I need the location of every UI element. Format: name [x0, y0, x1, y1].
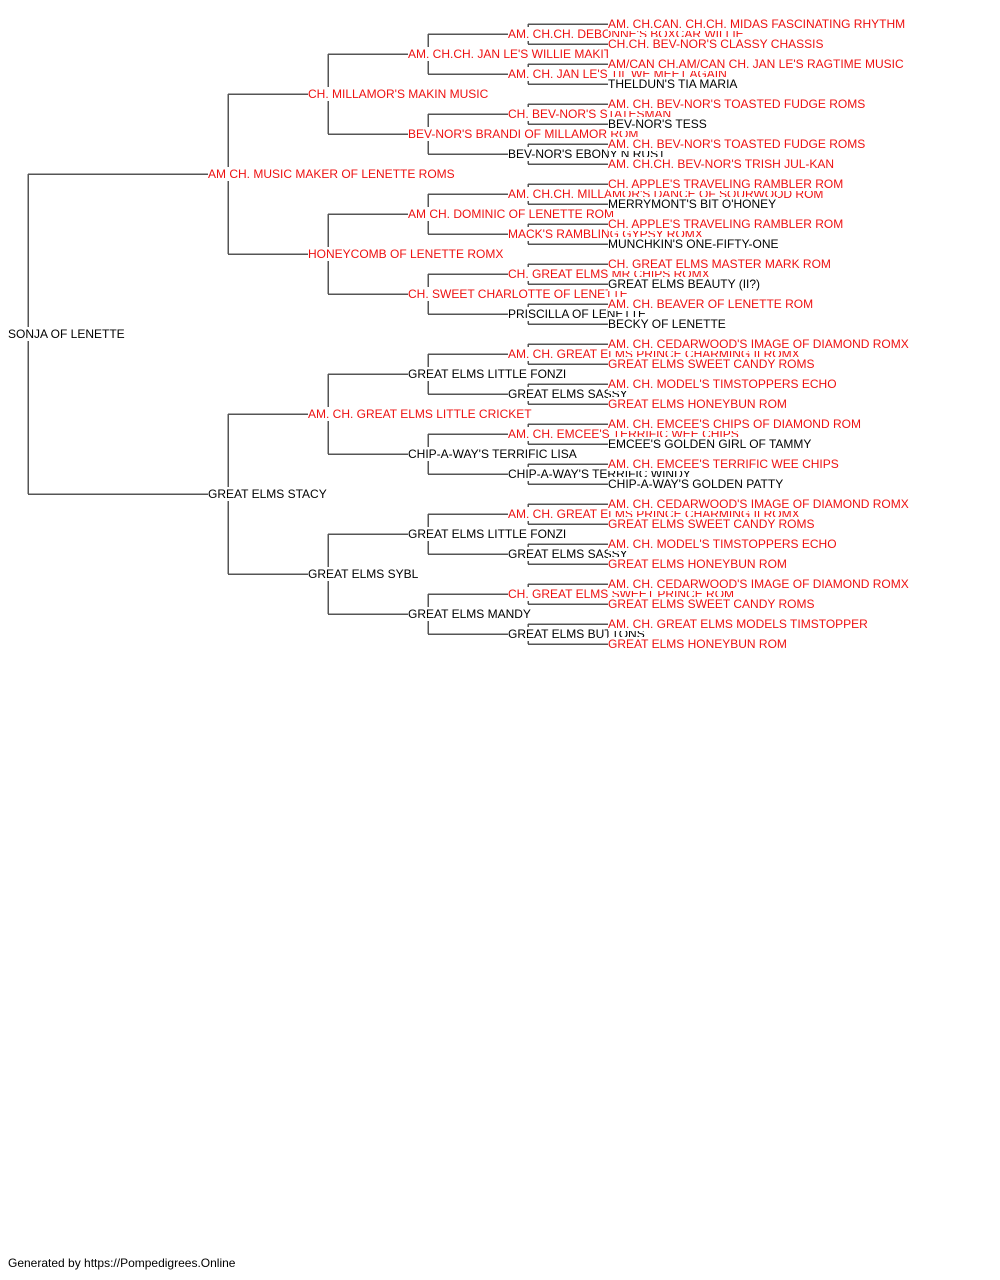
sire-name-gen5: AM. CH. CEDARWOOD'S IMAGE OF DIAMOND ROM… [608, 497, 911, 511]
dam-name-gen5: EMCEE'S GOLDEN GIRL OF TAMMY [608, 437, 814, 451]
subject-dog-name: SONJA OF LENETTE [8, 327, 127, 341]
dam-name-gen5: GREAT ELMS SWEET CANDY ROMS [608, 597, 817, 611]
dam-name-gen5: AM. CH.CH. BEV-NOR'S TRISH JUL-KAN [608, 157, 837, 171]
sire-name-gen5: AM. CH. CEDARWOOD'S IMAGE OF DIAMOND ROM… [608, 577, 911, 591]
generated-by-footer: Generated by https://Pompedigrees.Online [8, 1256, 236, 1270]
dam-name-gen5: BECKY OF LENETTE [608, 317, 728, 331]
dam-name-gen4: GREAT ELMS SASSY [508, 547, 630, 561]
sire-name-gen5: CH. GREAT ELMS MASTER MARK ROM [608, 257, 833, 271]
sire-name-gen3: GREAT ELMS LITTLE FONZI [408, 367, 569, 381]
dam-name-gen5: GREAT ELMS HONEYBUN ROM [608, 397, 789, 411]
sire-name-gen5: AM. CH. MODEL'S TIMSTOPPERS ECHO [608, 537, 839, 551]
sire-name-gen3: GREAT ELMS LITTLE FONZI [408, 527, 569, 541]
sire-name-gen5: AM. CH.CAN. CH.CH. MIDAS FASCINATING RHY… [608, 17, 908, 31]
dam-name-gen5: GREAT ELMS HONEYBUN ROM [608, 637, 789, 651]
sire-name-gen5: AM. CH. EMCEE'S CHIPS OF DIAMOND ROM [608, 417, 863, 431]
sire-name-gen5: AM. CH. EMCEE'S TERRIFIC WEE CHIPS [608, 457, 841, 471]
sire-name-gen3: AM CH. DOMINIC OF LENETTE ROM [408, 207, 617, 221]
sire-name-gen5: AM. CH. BEAVER OF LENETTE ROM [608, 297, 816, 311]
sire-name-gen3: AM. CH.CH. JAN LE'S WILLIE MAKIT [408, 47, 613, 61]
dam-name-gen2: GREAT ELMS SYBL [308, 567, 421, 581]
dam-name-gen5: BEV-NOR'S TESS [608, 117, 709, 131]
dam-name-gen5: GREAT ELMS BEAUTY (II?) [608, 277, 763, 291]
dam-name-gen5: CH.CH. BEV-NOR'S CLASSY CHASSIS [608, 37, 826, 51]
dam-name-gen5: GREAT ELMS HONEYBUN ROM [608, 557, 789, 571]
sire-name-gen1: AM CH. MUSIC MAKER OF LENETTE ROMS [208, 167, 457, 181]
sire-name-gen2: CH. MILLAMOR'S MAKIN MUSIC [308, 87, 491, 101]
sire-name-gen5: AM. CH. BEV-NOR'S TOASTED FUDGE ROMS [608, 137, 868, 151]
dam-name-gen3: BEV-NOR'S BRANDI OF MILLAMOR ROM [408, 127, 641, 141]
dam-name-gen3: CH. SWEET CHARLOTTE OF LENETTE [408, 287, 630, 301]
sire-name-gen5: AM. CH. MODEL'S TIMSTOPPERS ECHO [608, 377, 839, 391]
dam-name-gen1: GREAT ELMS STACY [208, 487, 329, 501]
dam-name-gen5: THELDUN'S TIA MARIA [608, 77, 740, 91]
dam-name-gen5: GREAT ELMS SWEET CANDY ROMS [608, 357, 817, 371]
dam-name-gen3: GREAT ELMS MANDY [408, 607, 533, 621]
sire-name-gen5: CH. APPLE'S TRAVELING RAMBLER ROM [608, 177, 846, 191]
dam-name-gen5: MERRYMONT'S BIT O'HONEY [608, 197, 779, 211]
dam-name-gen5: CHIP-A-WAY'S GOLDEN PATTY [608, 477, 786, 491]
sire-name-gen5: AM/CAN CH.AM/CAN CH. JAN LE'S RAGTIME MU… [608, 57, 906, 71]
dam-name-gen4: GREAT ELMS SASSY [508, 387, 630, 401]
dam-name-gen3: CHIP-A-WAY'S TERRIFIC LISA [408, 447, 579, 461]
sire-name-gen2: AM. CH. GREAT ELMS LITTLE CRICKET [308, 407, 534, 421]
sire-name-gen5: AM. CH. BEV-NOR'S TOASTED FUDGE ROMS [608, 97, 868, 111]
sire-name-gen5: CH. APPLE'S TRAVELING RAMBLER ROM [608, 217, 846, 231]
dam-name-gen2: HONEYCOMB OF LENETTE ROMX [308, 247, 506, 261]
sire-name-gen5: AM. CH. CEDARWOOD'S IMAGE OF DIAMOND ROM… [608, 337, 911, 351]
dam-name-gen5: MUNCHKIN'S ONE-FIFTY-ONE [608, 237, 781, 251]
dam-name-gen5: GREAT ELMS SWEET CANDY ROMS [608, 517, 817, 531]
sire-name-gen5: AM. CH. GREAT ELMS MODELS TIMSTOPPER [608, 617, 870, 631]
